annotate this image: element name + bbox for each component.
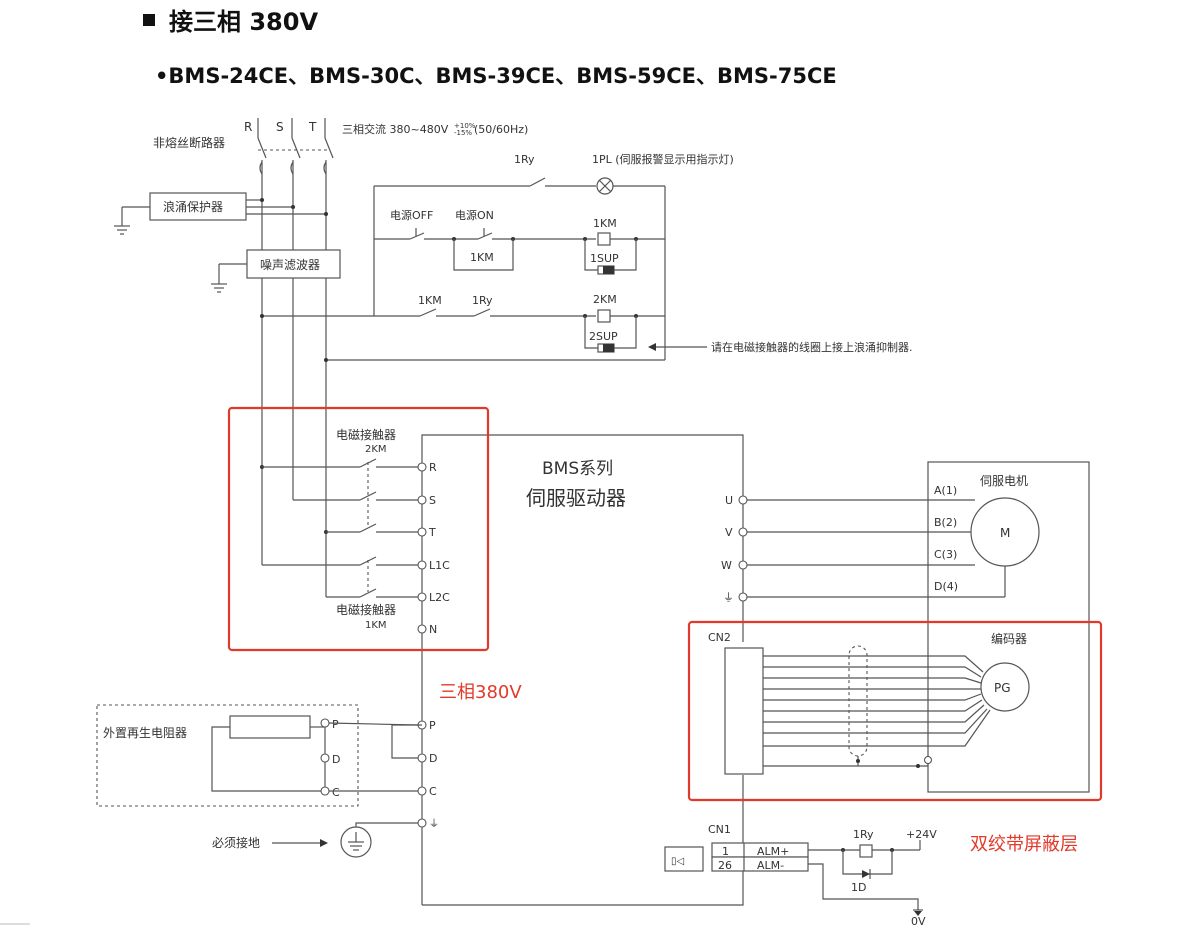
svg-text:噪声滤波器: 噪声滤波器: [260, 258, 320, 272]
control-circuit: 1Ry 1PL (伺服报警显示用指示灯) 电源OFF 电源ON 1KM 1KM …: [260, 152, 913, 362]
terminal-p: P: [429, 719, 436, 732]
regen-resistor-label: 外置再生电阻器: [103, 726, 187, 740]
km2-coil-label: 2KM: [593, 293, 617, 306]
cn1-alarm: CN1 ▯◁ 1 26 ALM+ ALM- 1Ry +24V 1D 0V: [664, 823, 937, 928]
shielded-cable-highlight-box: [687, 620, 1103, 802]
terminal-l1c: L1C: [429, 559, 450, 572]
svg-text:C: C: [332, 786, 340, 799]
terminal-n: N: [429, 623, 437, 636]
page-heading: 接三相 380V: [143, 2, 318, 37]
relay-1ry-label: 1Ry: [514, 153, 535, 166]
surge-protector: 浪涌保护器: [114, 192, 328, 235]
terminal-d: D: [429, 752, 437, 765]
terminal-r: R: [429, 461, 437, 474]
terminal-s: S: [429, 494, 436, 507]
motor-a-label: A(1): [934, 484, 957, 497]
svg-text:D: D: [332, 753, 340, 766]
contactor-2km-id: 2KM: [365, 444, 387, 455]
encoder-cable: CN2 编码器 PG: [708, 631, 1030, 775]
optocoupler-icon: ▯◁: [671, 856, 685, 867]
motor-ground-icon: ⏚: [723, 591, 734, 604]
terminal-l2c: L2C: [429, 591, 450, 604]
contactor-1km-id: 1KM: [365, 620, 387, 631]
servo-motor-label: 伺服电机: [980, 474, 1028, 488]
power-off-label: 电源OFF: [390, 208, 433, 222]
svg-text:-15%: -15%: [454, 129, 472, 137]
square-bullet-icon: [143, 14, 155, 26]
pilot-lamp-label: 1PL (伺服报警显示用指示灯): [592, 152, 734, 166]
terminal-v: V: [725, 526, 733, 539]
phase-t-label: T: [308, 120, 317, 134]
km1-hold-label: 1KM: [470, 251, 494, 264]
regen-resistor-block: 外置再生电阻器 P D C: [96, 704, 419, 807]
drive-title-1: BMS系列: [542, 459, 613, 479]
phase-s-label: S: [276, 120, 284, 134]
servo-motor: 伺服电机 M A(1) B(2) C(3) D(4): [747, 461, 1090, 793]
model-list: •BMS-24CE、BMS-30C、BMS-39CE、BMS-59CE、BMS-…: [155, 64, 837, 88]
pin-26: 26: [718, 859, 732, 872]
ground-terminal: 必须接地: [212, 822, 418, 858]
breaker-label: 非熔丝断路器: [153, 135, 225, 150]
sup1-label: 1SUP: [590, 252, 619, 265]
plus24-label: +24V: [906, 828, 937, 841]
power-on-label: 电源ON: [455, 208, 494, 222]
terminal-w: W: [721, 559, 732, 572]
motor-m-label: M: [1000, 526, 1010, 540]
terminal-u: U: [725, 494, 733, 507]
ground-required-label: 必须接地: [212, 835, 260, 850]
three-phase-highlight-box: [227, 406, 490, 652]
main-contactors: 电磁接触器 2KM 电磁接触器 1KM: [260, 420, 418, 631]
diode-1d-label: 1D: [851, 881, 866, 894]
noise-filter: 噪声滤波器: [211, 249, 341, 293]
svg-text:P: P: [332, 718, 339, 731]
terminal-c: C: [429, 785, 437, 798]
phase-lines: R S T 三相交流 380~480V +10% -15% (50/60Hz) …: [153, 118, 528, 420]
motor-d-label: D(4): [934, 580, 958, 593]
contactor-1km-label: 电磁接触器: [336, 602, 396, 617]
svg-text:浪涌保护器: 浪涌保护器: [163, 199, 223, 214]
terminal-t: T: [428, 526, 436, 539]
encoder-label: 编码器: [991, 631, 1027, 646]
motor-c-label: C(3): [934, 548, 957, 561]
three-phase-note: 三相380V: [439, 682, 522, 703]
pg-label: PG: [994, 681, 1011, 695]
ry1-contact-label: 1Ry: [472, 294, 493, 307]
ry1-coil-label: 1Ry: [853, 828, 874, 841]
supply-label: 三相交流 380~480V: [342, 122, 449, 136]
km1-coil-label: 1KM: [593, 217, 617, 230]
pin-1: 1: [722, 845, 729, 858]
contactor-2km-label: 电磁接触器: [336, 427, 396, 442]
drive-title-2: 伺服驱动器: [526, 486, 626, 510]
supply-freq: (50/60Hz): [474, 123, 528, 136]
servo-drive: BMS系列 伺服驱动器 R S T L1C L2C N P D C ⏚ U V …: [391, 434, 748, 906]
alm-minus-label: ALM-: [757, 859, 784, 872]
cn2-label: CN2: [708, 631, 731, 644]
terminal-ground-icon: ⏚: [429, 818, 439, 830]
motor-b-label: B(2): [934, 516, 957, 529]
km1-contact-label: 1KM: [418, 294, 442, 307]
sup2-label: 2SUP: [589, 330, 618, 343]
zero-v-label: 0V: [911, 915, 926, 928]
surge-note: 请在电磁接触器的线圈上接上浪涌抑制器.: [711, 340, 913, 354]
supply-tolerance: +10%: [454, 122, 476, 130]
phase-r-label: R: [244, 120, 252, 134]
alm-plus-label: ALM+: [757, 845, 789, 858]
heading-text: 接三相 380V: [169, 8, 319, 36]
shield-note: 双绞带屏蔽层: [970, 834, 1078, 855]
cn1-label: CN1: [708, 823, 731, 836]
